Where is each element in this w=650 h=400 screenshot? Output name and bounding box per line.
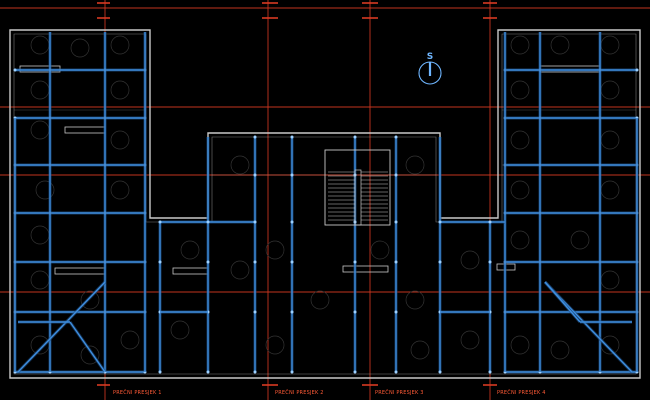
- furniture-mark: [550, 35, 570, 55]
- furniture-mark: [600, 130, 620, 150]
- beam-node: [253, 370, 257, 374]
- beam-node: [394, 260, 398, 264]
- furniture-mark: [110, 130, 130, 150]
- beam: [17, 281, 106, 373]
- beam-node: [290, 370, 294, 374]
- furniture-mark: [35, 180, 55, 200]
- wall-opening: [64, 126, 106, 134]
- furniture-mark: [80, 345, 100, 365]
- furniture-mark: [310, 290, 330, 310]
- furniture-mark: [600, 180, 620, 200]
- furniture-mark: [600, 270, 620, 290]
- furniture-mark: [265, 335, 285, 355]
- wall-opening: [172, 267, 209, 275]
- interior-details: [19, 35, 620, 365]
- furniture-mark: [405, 290, 425, 310]
- section-label-4: PREČNI PRESJEK 4: [497, 389, 546, 396]
- beam-node: [158, 260, 162, 264]
- furniture-mark: [370, 240, 390, 260]
- wall-opening: [342, 265, 389, 273]
- furniture-mark: [265, 240, 285, 260]
- furniture-mark: [550, 340, 570, 360]
- beam-node: [438, 260, 442, 264]
- beam-node: [438, 370, 442, 374]
- furniture-mark: [110, 80, 130, 100]
- beam-node: [488, 370, 492, 374]
- furniture-mark: [570, 230, 590, 250]
- furniture-mark: [510, 80, 530, 100]
- furniture-mark: [230, 260, 250, 280]
- beam-node: [394, 310, 398, 314]
- section-labels: PREČNI PRESJEK 1 PREČNI PRESJEK 2 PREČNI…: [113, 389, 546, 396]
- furniture-mark: [110, 35, 130, 55]
- wall-opening: [54, 267, 106, 275]
- beam-node: [394, 370, 398, 374]
- beam-node: [253, 220, 257, 224]
- beam-node: [253, 135, 257, 139]
- furniture-mark: [30, 120, 50, 140]
- furniture-mark: [405, 155, 425, 175]
- furniture-mark: [30, 80, 50, 100]
- furniture-mark: [410, 340, 430, 360]
- north-arrow-icon: S: [418, 52, 442, 85]
- beam-node: [488, 260, 492, 264]
- north-arrow-letter: S: [427, 52, 433, 62]
- beam: [544, 281, 581, 323]
- beam-node: [635, 68, 639, 72]
- furniture-mark: [170, 320, 190, 340]
- staircase-frame: [324, 149, 391, 226]
- beam-node: [206, 220, 210, 224]
- beam-node: [158, 220, 162, 224]
- furniture-mark: [30, 270, 50, 290]
- furniture-mark: [230, 155, 250, 175]
- beam-node: [353, 310, 357, 314]
- furniture-mark: [460, 330, 480, 350]
- beam-node: [394, 135, 398, 139]
- staircase-core: [354, 169, 362, 226]
- furniture-mark: [80, 290, 100, 310]
- section-label-3: PREČNI PRESJEK 3: [375, 389, 424, 396]
- beam-node: [353, 260, 357, 264]
- furniture-mark: [510, 130, 530, 150]
- staircase-icon: [324, 149, 391, 226]
- beam-node: [253, 310, 257, 314]
- beam-node: [438, 220, 442, 224]
- beam-node: [290, 173, 294, 177]
- furniture-mark: [110, 180, 130, 200]
- furniture-mark: [180, 240, 200, 260]
- furniture-mark: [600, 35, 620, 55]
- furniture-mark: [600, 80, 620, 100]
- beam-node: [206, 260, 210, 264]
- section-label-1: PREČNI PRESJEK 1: [113, 389, 162, 396]
- beam-node: [253, 173, 257, 177]
- beam: [69, 321, 106, 373]
- beam-node: [394, 173, 398, 177]
- beam-node: [353, 135, 357, 139]
- furniture-mark: [70, 38, 90, 58]
- furniture-mark: [510, 230, 530, 250]
- beam-node: [353, 370, 357, 374]
- furniture-mark: [510, 35, 530, 55]
- beam-node: [394, 220, 398, 224]
- furniture-mark: [510, 335, 530, 355]
- furniture-mark: [30, 35, 50, 55]
- beam-node: [290, 135, 294, 139]
- structural-beams: [13, 32, 639, 374]
- beam-node: [290, 310, 294, 314]
- section-label-2: PREČNI PRESJEK 2: [275, 389, 324, 396]
- beam-node: [158, 370, 162, 374]
- beam-node: [290, 220, 294, 224]
- beam-node: [290, 260, 294, 264]
- beam-node: [253, 260, 257, 264]
- furniture-mark: [30, 225, 50, 245]
- beam-node: [13, 68, 17, 72]
- furniture-mark: [460, 250, 480, 270]
- beam-node: [488, 220, 492, 224]
- furniture-mark: [510, 180, 530, 200]
- beam-node: [206, 370, 210, 374]
- furniture-mark: [120, 330, 140, 350]
